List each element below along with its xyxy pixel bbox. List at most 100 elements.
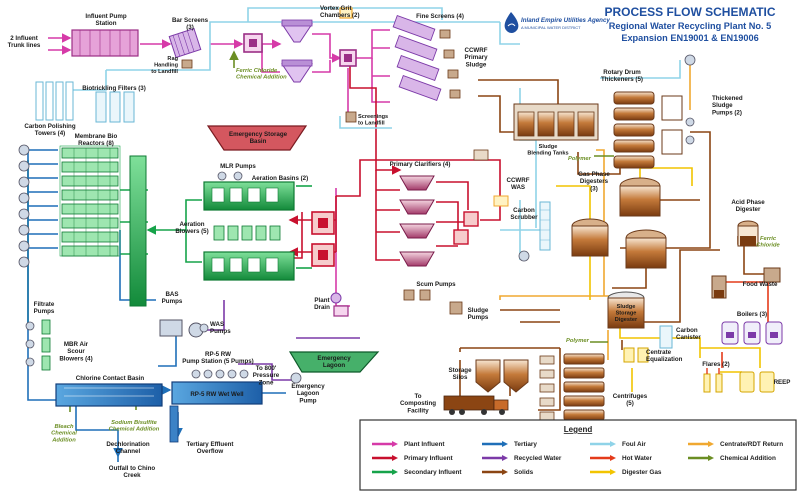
- flares[interactable]: [703, 368, 723, 393]
- mlr-pumps[interactable]: [217, 171, 243, 181]
- primary-effluent-boxes[interactable]: [311, 211, 335, 267]
- legend-label: Secondary Influent: [404, 469, 462, 476]
- thickened-sludge-pumps[interactable]: [685, 117, 695, 145]
- mbr-blowers[interactable]: [18, 144, 30, 268]
- label-polymer-low: Polymer: [566, 338, 590, 344]
- plant-drain[interactable]: [330, 292, 342, 304]
- emergency-lagoon-pump[interactable]: [290, 372, 302, 384]
- header: Inland Empire Utilities Agency A MUNICIP…: [504, 5, 776, 43]
- flow-meter-box[interactable]: [339, 7, 353, 19]
- filtrate-pumps[interactable]: [41, 319, 51, 371]
- food-waste-receiving[interactable]: [763, 267, 781, 283]
- boilers[interactable]: [721, 321, 783, 345]
- primary-clarifiers[interactable]: [399, 175, 435, 267]
- vortex-grit-chamber-1[interactable]: [281, 19, 313, 43]
- label-mlr-pumps: MLR Pumps: [220, 163, 256, 170]
- plant-drain-box[interactable]: [333, 305, 349, 317]
- legend-item-centrate-rdt-return: Centrate/RDT Return: [688, 441, 783, 448]
- bar-screens[interactable]: [168, 27, 202, 59]
- rotary-drum-thickeners[interactable]: [613, 91, 655, 169]
- bas-pumps[interactable]: [159, 319, 204, 338]
- arrow-icon: [392, 441, 398, 447]
- scum-pumps[interactable]: [403, 289, 431, 301]
- arrow-icon: [392, 455, 398, 461]
- centrifuges[interactable]: [563, 353, 605, 421]
- mbr-air-scour-blowers[interactable]: [25, 321, 35, 367]
- truck-icon: [443, 395, 509, 415]
- legend-title: Legend: [564, 425, 593, 434]
- arrow-icon: [502, 455, 508, 461]
- label-flares: Flares (2): [702, 361, 730, 368]
- membrane-bio-reactors[interactable]: [59, 145, 121, 257]
- carbon-polishing-towers[interactable]: [35, 81, 74, 121]
- gas-phase-digester-1[interactable]: [619, 177, 661, 217]
- rp5-rw-wet-well[interactable]: [171, 381, 263, 405]
- label-polymer: Polymer: [568, 156, 592, 162]
- carbon-canister[interactable]: [659, 325, 673, 349]
- legend-label: Chemical Addition: [720, 455, 776, 462]
- sludge-blending-tanks[interactable]: [513, 103, 599, 141]
- sludge-pumps-box: [473, 149, 489, 161]
- gas-phase-digester-2[interactable]: [571, 218, 609, 257]
- legend-item-digester-gas: Digester Gas: [590, 469, 662, 476]
- aeration-blowers[interactable]: [213, 225, 281, 241]
- arrow-icon: [502, 469, 508, 475]
- emergency-storage-basin[interactable]: [206, 125, 308, 151]
- legend-label: Tertiary: [514, 441, 537, 448]
- gas-phase-digester-3[interactable]: [625, 229, 667, 269]
- acid-phase-digester[interactable]: [737, 220, 759, 247]
- primary-splitter-boxes[interactable]: [453, 211, 479, 245]
- sludge-pumps[interactable]: [449, 301, 463, 315]
- ccwrf-was-box: [493, 195, 509, 207]
- water-drop-icon: [504, 12, 519, 33]
- influent-pump-station[interactable]: [71, 29, 139, 57]
- sludge-storage-digester[interactable]: [607, 291, 645, 329]
- vortex-grit-chamber-2[interactable]: [281, 59, 313, 83]
- rag-handling-bin: [181, 59, 193, 69]
- biotrickling-filters[interactable]: [95, 91, 135, 123]
- carbon-scrubber[interactable]: [539, 201, 551, 251]
- label-chlorine-contact: Chlorine Contact Basin: [76, 375, 145, 382]
- centrate-equalization[interactable]: [623, 347, 649, 363]
- chlorine-contact-basin[interactable]: [55, 383, 163, 407]
- logo-name: Inland Empire Utilities Agency: [521, 17, 610, 24]
- dechlorination-channel[interactable]: [169, 405, 179, 443]
- legend-label: Foul Air: [622, 441, 646, 448]
- centrifuge-boxes: [539, 355, 555, 421]
- legend-label: Digester Gas: [622, 469, 662, 476]
- reep-engines[interactable]: [739, 371, 775, 393]
- emergency-lagoon[interactable]: [288, 351, 380, 373]
- label-rp5-wet-well: RP-5 RW Wet Well: [190, 391, 244, 398]
- fan-icon: [518, 250, 530, 262]
- fine-screens[interactable]: [392, 14, 442, 102]
- was-pumps[interactable]: [199, 323, 209, 333]
- rp5-rw-pumps[interactable]: [191, 369, 249, 379]
- label-aeration-basins: Aeration Basins (2): [252, 175, 308, 182]
- headworks: [71, 7, 461, 123]
- storage-silos[interactable]: [475, 359, 529, 393]
